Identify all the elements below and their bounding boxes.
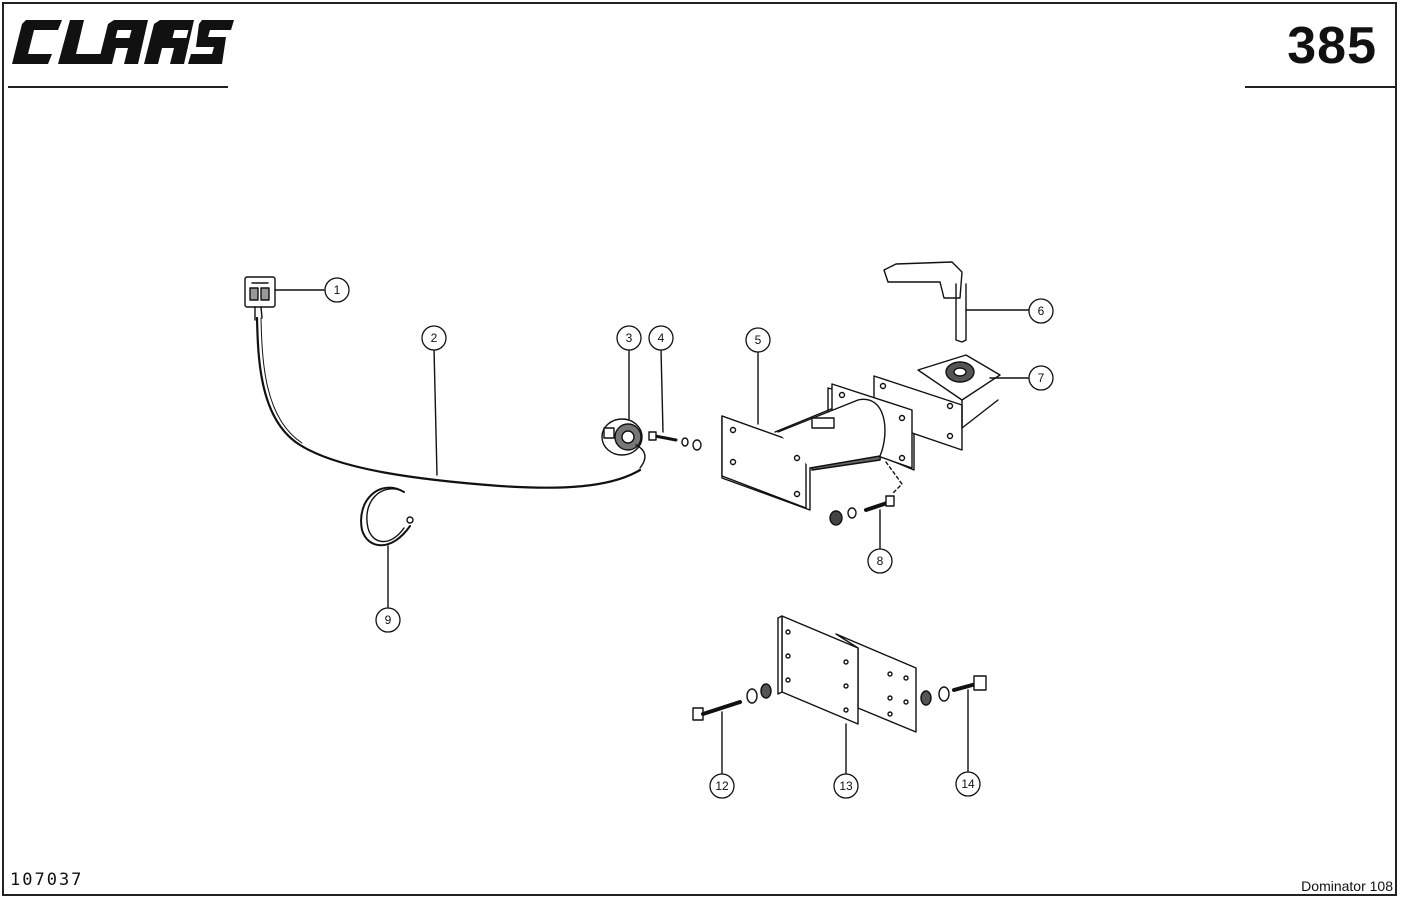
mounting-plates [777, 615, 917, 775]
bolt-set-14 [920, 675, 987, 773]
small-screw [648, 348, 702, 451]
callout-3 [616, 325, 642, 351]
header-rule-right [1245, 86, 1395, 88]
callout-1-label: 1 [334, 283, 341, 297]
callout-14-label: 14 [961, 777, 975, 791]
callout-7-label: 7 [1038, 371, 1045, 385]
model-name: Dominator 108 [1301, 878, 1393, 894]
callout-12 [709, 773, 735, 799]
callout-13 [833, 773, 859, 799]
housing-assembly [721, 351, 963, 511]
bolt-set-12 [692, 683, 772, 775]
callout-7 [1028, 365, 1054, 391]
callout-4-label: 4 [658, 331, 665, 345]
callout-2-label: 2 [431, 331, 438, 345]
callout-9 [375, 607, 401, 633]
callout-2 [421, 325, 447, 351]
callout-8 [867, 548, 893, 574]
bolt-set-8 [829, 495, 895, 551]
callout-4 [648, 325, 674, 351]
connector-plug [244, 276, 325, 321]
ignition-key [883, 261, 1031, 343]
callout-5 [745, 327, 771, 353]
callout-6 [1028, 298, 1054, 324]
callout-3-label: 3 [626, 331, 633, 345]
claas-logo [12, 20, 234, 64]
callout-8-label: 8 [877, 554, 884, 568]
cable-harness [255, 316, 642, 489]
hose-clamp [360, 486, 414, 609]
header-rule-left [8, 86, 228, 88]
callouts [324, 277, 1054, 799]
key-bracket [917, 354, 1031, 429]
callout-12-label: 12 [715, 779, 729, 793]
drawing-number: 107037 [10, 870, 84, 890]
callout-9-label: 9 [385, 613, 392, 627]
callout-14 [955, 771, 981, 797]
callout-5-label: 5 [755, 333, 762, 347]
page-number: 385 [1287, 17, 1377, 75]
switch-body [601, 347, 646, 469]
callout-1 [324, 277, 350, 303]
callout-13-label: 13 [839, 779, 853, 793]
callout-6-label: 6 [1038, 304, 1045, 318]
